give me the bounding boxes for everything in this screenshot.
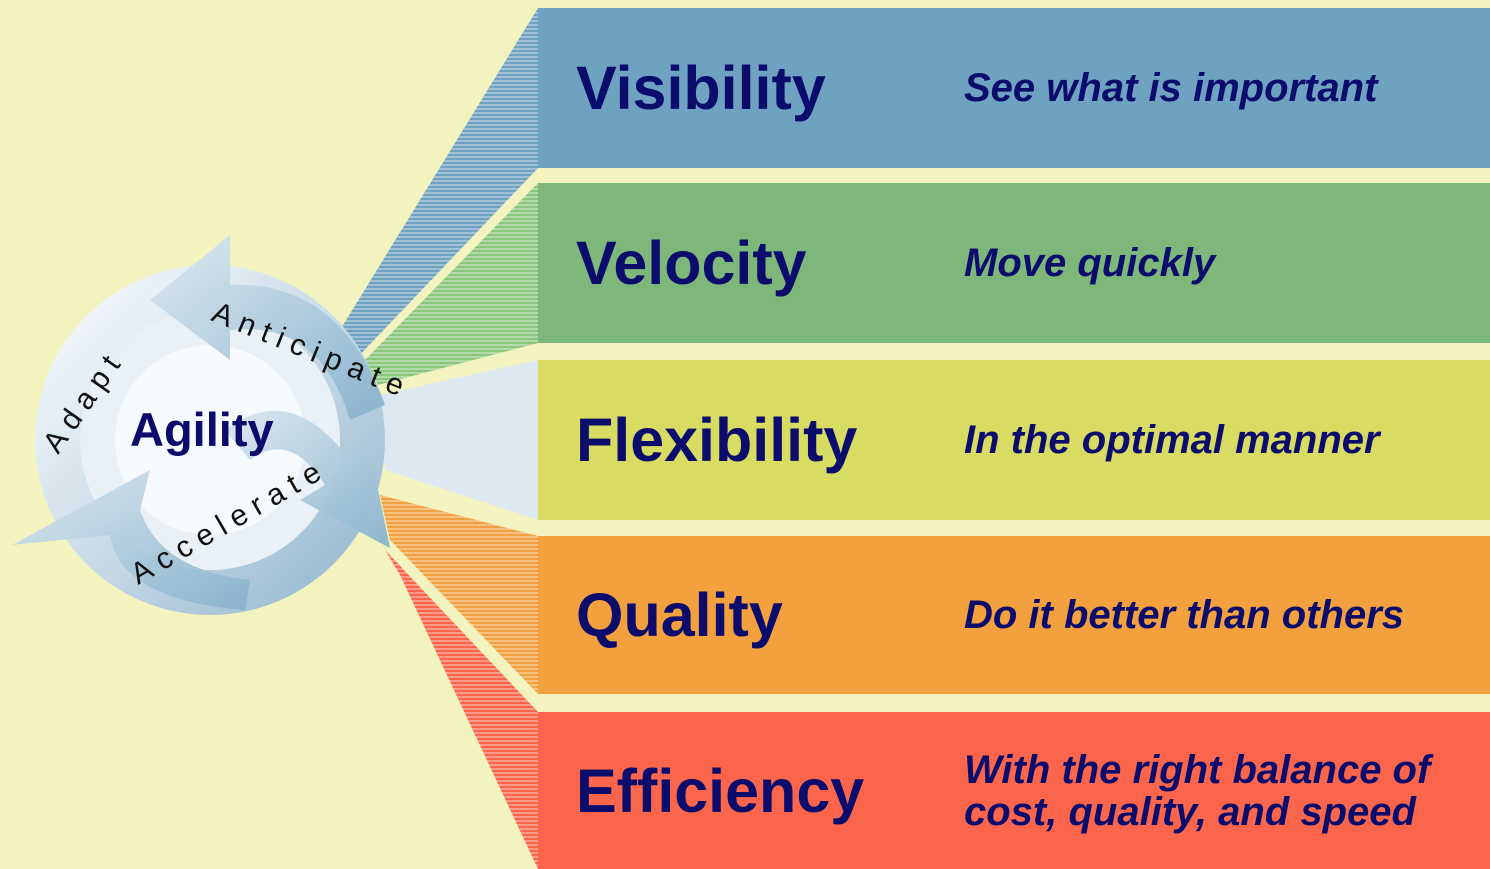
band-flexibility: Flexibility In the optimal manner <box>538 360 1490 520</box>
band-title: Efficiency <box>576 756 865 825</box>
band-desc: In the optimal manner <box>964 418 1380 462</box>
agility-cycle <box>12 235 390 615</box>
band-title: Quality <box>576 581 783 649</box>
band-desc: See what is important <box>964 66 1378 110</box>
band-visibility: Visibility See what is important <box>538 8 1490 168</box>
ray-flexibility <box>380 360 538 520</box>
band-quality: Quality Do it better than others <box>538 536 1490 694</box>
center-label: Agility <box>130 403 274 456</box>
band-title: Velocity <box>576 229 807 297</box>
band-title: Visibility <box>576 54 826 122</box>
band-velocity: Velocity Move quickly <box>538 183 1490 343</box>
arrow-anticipate-icon <box>150 235 385 420</box>
arrow-adapt-icon <box>12 470 250 610</box>
band-desc: Do it better than others <box>964 593 1405 637</box>
band-title: Flexibility <box>576 406 858 474</box>
band-desc: With the right balance of cost, quality,… <box>964 747 1431 834</box>
arrow-accelerate-icon <box>225 410 390 548</box>
band-desc: Move quickly <box>964 241 1216 285</box>
band-efficiency: Efficiency With the right balance of cos… <box>538 712 1490 869</box>
